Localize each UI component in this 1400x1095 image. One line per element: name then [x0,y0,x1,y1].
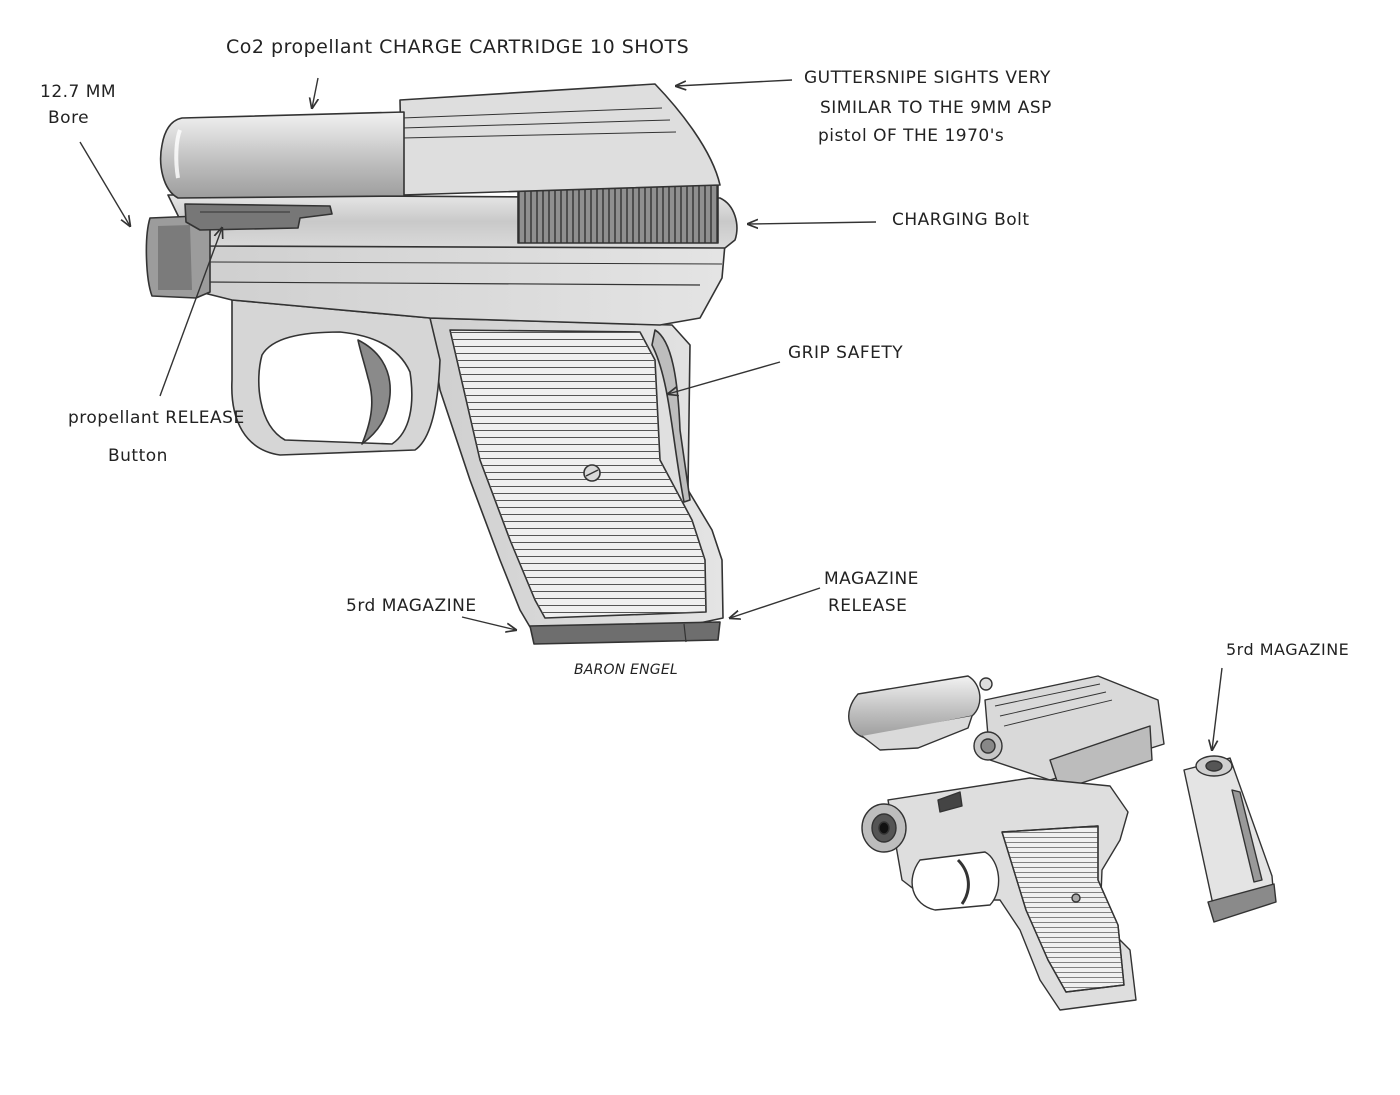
main-pistol-drawing [145,83,738,645]
trigger [357,339,391,445]
arrow-magazine-release [730,587,821,618]
label-sights-line2: SIMILAR TO THE 9MM ASP [820,98,1052,118]
grip-safety [651,329,691,503]
arrow-charging-bolt [748,222,877,224]
callout-arrows [79,77,1223,750]
label-bore-size: 12.7 MM [40,82,117,102]
propellant-release-button [184,203,333,231]
label-5rd-magazine: 5rd MAGAZINE [346,596,477,616]
label-5rd-magazine-small: 5rd MAGAZINE [1226,640,1350,659]
label-grip-safety: GRIP SAFETY [788,343,904,363]
sight-rib [399,83,721,196]
charging-bolt-serrations [517,184,719,244]
arrow-grip-safety [668,361,781,394]
label-magazine: MAGAZINE [824,569,919,589]
label-sights-line1: GUTTERSNIPE SIGHTS VERY [804,68,1051,88]
arrow-co2 [312,77,318,108]
arrow-5rd-magazine-small [1212,667,1223,750]
label-co2-cartridge: Co2 propellant CHARGE CARTRIDGE 10 SHOTS [226,36,690,58]
label-propellant-release: propellant RELEASE [68,408,245,428]
arrow-5rd-magazine [461,616,516,630]
co2-canister [159,111,405,199]
arrow-bore [79,141,130,226]
label-sights-line3: pistol OF THE 1970's [818,126,1005,146]
artist-signature: BARON ENGEL [574,662,678,678]
magazine-base [529,621,721,645]
arrow-sights [676,79,793,86]
label-bore: Bore [48,108,90,128]
label-charging-bolt: CHARGING Bolt [892,210,1030,230]
label-magazine-release: RELEASE [828,596,908,616]
exploded-view-drawing [848,675,1277,1011]
frame [197,239,726,326]
label-propellant-button: Button [108,446,168,466]
arrow-propellant-release [159,228,222,397]
